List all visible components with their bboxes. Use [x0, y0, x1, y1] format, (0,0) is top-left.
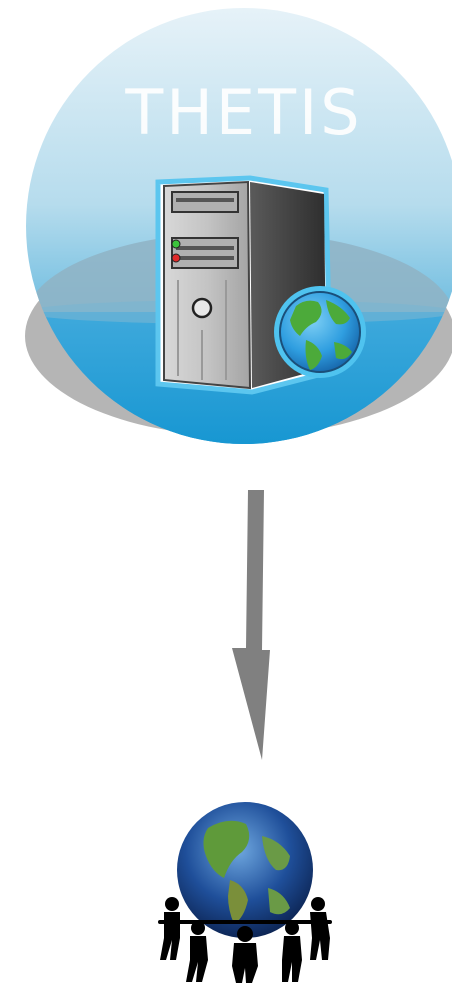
server-title: THETIS — [0, 76, 452, 149]
thetis-server-node: THETIS — [0, 0, 452, 460]
flow-arrow — [0, 480, 452, 780]
people-around-globe-node — [150, 800, 340, 983]
small-globe-icon — [274, 286, 366, 378]
people-around-globe-icon — [150, 800, 340, 983]
down-arrow-icon — [0, 480, 452, 780]
thetis-sphere-graphic — [0, 0, 452, 460]
